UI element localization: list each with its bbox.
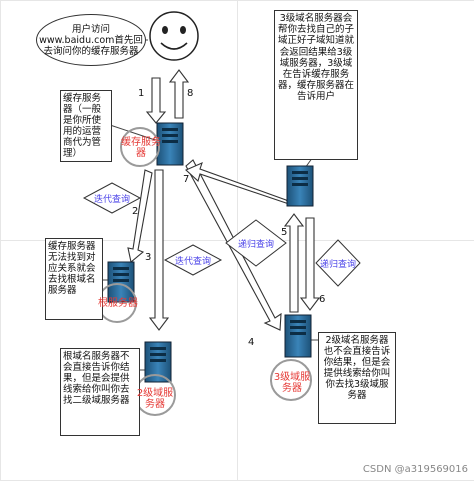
step-4-text: 4 xyxy=(248,337,255,348)
step-3-text: 3 xyxy=(145,252,152,263)
cache-note: 缓存服务器（一般是你所使用的运营商代为管理） xyxy=(60,90,112,162)
user-note-text: 用户访问www.baidu.com首先回去询问你的缓存服务器 xyxy=(39,23,143,57)
rec-query-label-2: 递归查询 xyxy=(312,256,364,270)
step-number-1: 1 xyxy=(138,88,144,99)
arrow-step-5 xyxy=(283,213,305,313)
rec-query-text-2: 递归查询 xyxy=(319,259,356,270)
arrow-step-1 xyxy=(145,77,167,124)
step-number-2: 2 xyxy=(132,206,138,217)
cache-server-2-icon xyxy=(107,261,135,303)
l3-note-text: 3级域名服务器会帮你去找自己的子域正好子域知道就会返回结果给3级域服务器，3级域… xyxy=(277,13,354,103)
step-6-text: 6 xyxy=(319,294,326,305)
rec-query-label-1: 递归查询 xyxy=(226,236,286,250)
diamond-iter-1 xyxy=(82,182,142,214)
arrow-step-7 xyxy=(185,162,293,206)
arrow-step-6 xyxy=(299,217,321,311)
l2-server-label: 2级域服务器 xyxy=(133,388,177,410)
cache-server-label: 缓存服务器 xyxy=(121,137,161,159)
l3-server-icon xyxy=(286,165,314,207)
cache-server-icon xyxy=(156,122,184,166)
l3-server-circle xyxy=(270,359,312,401)
cache-note-text: 缓存服务器（一般是你所使用的运营商代为管理） xyxy=(63,93,102,159)
step-number-6: 6 xyxy=(319,294,325,305)
step-number-8: 8 xyxy=(187,88,193,99)
step-number-4: 4 xyxy=(248,337,254,348)
l3-note: 3级域名服务器会帮你去找自己的子域正好子域知道就会返回结果给3级域服务器，3级域… xyxy=(274,10,358,160)
step-number-3: 3 xyxy=(145,252,151,263)
iter-query-label-2: 迭代查询 xyxy=(165,253,221,267)
step-number-5: 5 xyxy=(281,227,287,238)
diamond-iter-2 xyxy=(163,244,223,276)
step-5-text: 5 xyxy=(281,227,288,238)
diamond-rec-1 xyxy=(225,219,287,267)
step-number-7: 7 xyxy=(183,174,189,185)
watermark: CSDN @a319569016 xyxy=(363,464,468,475)
iter-query-text-1: 迭代查询 xyxy=(93,194,130,205)
l2-server-label-text: 2级域服务器 xyxy=(136,388,174,410)
l3-server-label: 3级域服务器 xyxy=(270,372,314,394)
arrow-step-3 xyxy=(148,169,170,331)
root-server-label: 根服务器 xyxy=(98,298,138,309)
cache-server-circle xyxy=(120,127,160,167)
l2-note: 2级域名服务器也不会直接告诉你结果，但是会提供线索给你叫你去找3级域服务器 xyxy=(318,332,396,424)
diamond-rec-2 xyxy=(315,239,361,287)
user-smiley-icon xyxy=(149,11,199,61)
user-note: 用户访问www.baidu.com首先回去询问你的缓存服务器 xyxy=(36,14,146,66)
step-2-text: 2 xyxy=(132,206,139,217)
watermark-text: CSDN @a319569016 xyxy=(362,464,468,475)
root-server-label-text: 根服务器 xyxy=(98,298,138,309)
cache-server-note-text: 缓存服务器无法找到对应关系就会去找根域名服务器 xyxy=(48,241,96,296)
root-note: 根域名服务器不会直接告诉你结果，但是会提供线索给你叫你去找二级域服务器 xyxy=(60,348,140,436)
arrow-step-2 xyxy=(127,169,153,264)
l3-server-label-text: 3级域服务器 xyxy=(273,372,311,394)
root-note-text: 根域名服务器不会直接告诉你结果，但是会提供线索给你叫你去找二级域服务器 xyxy=(63,351,130,406)
cache-server-label-text: 缓存服务器 xyxy=(121,137,161,159)
cache-server-note: 缓存服务器无法找到对应关系就会去找根域名服务器 xyxy=(45,238,103,320)
step-7-text: 7 xyxy=(183,174,190,185)
iter-query-label-1: 迭代查询 xyxy=(84,191,140,205)
l2-server-icon xyxy=(284,314,312,358)
iter-query-text-2: 迭代查询 xyxy=(174,256,211,267)
l2-note-text: 2级域名服务器也不会直接告诉你结果，但是会提供线索给你叫你去找3级域服务器 xyxy=(323,335,391,401)
arrow-step-8 xyxy=(168,69,190,119)
rec-query-text-1: 递归查询 xyxy=(237,239,274,250)
step-1-text: 1 xyxy=(138,88,145,99)
connector-cache-note xyxy=(109,124,156,141)
step-8-text: 8 xyxy=(187,88,194,99)
